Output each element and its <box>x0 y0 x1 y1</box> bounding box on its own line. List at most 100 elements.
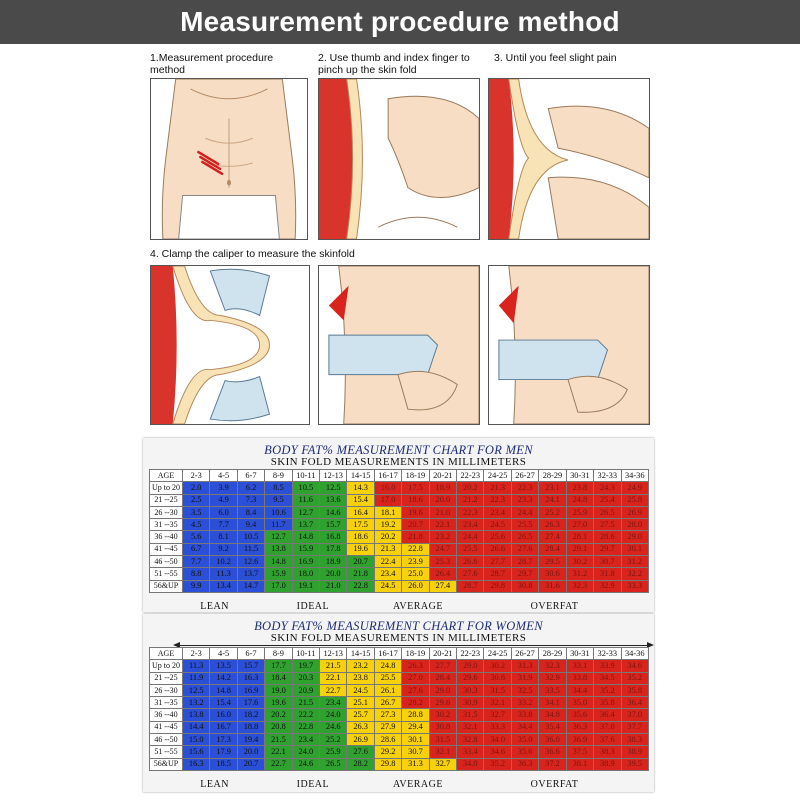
range-header-cell: 4-5 <box>209 468 238 483</box>
age-cell: 46 --50 <box>149 555 183 569</box>
men-chart-subtitle: SKIN FOLD MEASUREMENTS IN MILLIMETERS <box>270 456 527 468</box>
value-cell: 16.9 <box>236 683 266 698</box>
value-cell: 21.0 <box>428 505 458 520</box>
value-cell: 34.6 <box>483 745 512 759</box>
value-cell: 17.6 <box>236 696 266 710</box>
value-cell: 29.7 <box>593 542 622 557</box>
value-cell: 30.7 <box>401 745 430 759</box>
range-header-cell: 18-19 <box>401 646 430 661</box>
value-cell: 38.3 <box>593 745 622 759</box>
value-cell: 32.1 <box>428 745 458 759</box>
value-cell: 28.7 <box>483 567 512 581</box>
age-cell: 46 --50 <box>149 733 183 747</box>
value-cell: 31.5 <box>428 733 458 747</box>
women-chart-subtitle: SKIN FOLD MEASUREMENTS IN MILLIMETERS <box>270 632 527 644</box>
value-cell: 34.4 <box>510 720 540 735</box>
value-cell: 17.8 <box>319 542 348 557</box>
value-cell: 9.5 <box>264 493 293 507</box>
value-cell: 20.0 <box>319 567 348 581</box>
value-cell: 36.6 <box>538 745 567 759</box>
value-cell: 19.0 <box>264 683 293 698</box>
value-cell: 32.8 <box>456 733 485 747</box>
value-cell: 26.3 <box>401 659 430 673</box>
men-chart-title: BODY FAT% MEASUREMENT CHART FOR MEN <box>264 443 533 457</box>
value-cell: 25.9 <box>319 745 348 759</box>
legend-average: AVERAGE <box>393 601 443 612</box>
value-cell: 32.1 <box>483 696 512 710</box>
value-cell: 22.8 <box>346 579 375 593</box>
value-cell: 26.5 <box>319 757 348 771</box>
value-cell: 27.5 <box>593 518 622 532</box>
value-cell: 13.7 <box>236 567 266 581</box>
value-cell: 17.3 <box>209 733 238 747</box>
value-cell: 24.8 <box>565 493 595 507</box>
value-cell: 24.6 <box>291 757 321 771</box>
value-cell: 15.7 <box>236 659 266 673</box>
value-cell: 25.1 <box>346 696 375 710</box>
range-header-cell: 22-23 <box>456 646 485 661</box>
value-cell: 22.3 <box>483 493 512 507</box>
value-cell: 27.4 <box>428 579 458 593</box>
value-cell: 32.7 <box>428 757 458 771</box>
value-cell: 38.9 <box>620 745 649 759</box>
value-cell: 28.0 <box>620 518 649 532</box>
value-cell: 17.0 <box>373 493 403 507</box>
value-cell: 33.3 <box>483 720 512 735</box>
value-cell: 33.3 <box>620 579 649 593</box>
value-cell: 25.5 <box>456 542 485 557</box>
value-cell: 17.0 <box>264 579 293 593</box>
value-cell: 28.6 <box>593 530 622 544</box>
value-cell: 20.9 <box>291 683 321 698</box>
value-cell: 15.6 <box>181 745 211 759</box>
value-cell: 32.3 <box>538 659 567 673</box>
pinch-skin-illustration <box>318 78 480 240</box>
value-cell: 36.3 <box>510 757 540 771</box>
value-cell: 32.2 <box>620 567 649 581</box>
value-cell: 23.8 <box>565 481 595 495</box>
torso-illustration <box>150 78 308 240</box>
value-cell: 26.5 <box>593 505 622 520</box>
value-cell: 12.6 <box>236 555 266 569</box>
value-cell: 30.1 <box>620 542 649 557</box>
value-cell: 20.7 <box>236 757 266 771</box>
value-cell: 22.2 <box>291 708 321 722</box>
value-cell: 36.9 <box>565 733 595 747</box>
value-cell: 27.6 <box>510 542 540 557</box>
value-cell: 23.4 <box>456 518 485 532</box>
value-cell: 22.7 <box>319 683 348 698</box>
age-cell: 41 --45 <box>149 720 183 735</box>
age-cell: 56&UP <box>149 579 183 593</box>
value-cell: 22.1 <box>428 518 458 532</box>
range-header-cell: 22-23 <box>456 468 485 483</box>
range-header-cell: 14-15 <box>346 468 375 483</box>
age-cell: 26 --30 <box>149 683 183 698</box>
value-cell: 38.3 <box>620 733 649 747</box>
value-cell: 31.2 <box>620 555 649 569</box>
value-cell: 20.8 <box>264 720 293 735</box>
range-header-cell: 20-21 <box>428 468 458 483</box>
age-cell: 51 --55 <box>149 745 183 759</box>
value-cell: 37.7 <box>620 720 649 735</box>
value-cell: 8.5 <box>264 481 293 495</box>
value-cell: 26.4 <box>428 567 458 581</box>
value-cell: 30.2 <box>428 708 458 722</box>
value-cell: 8.4 <box>236 505 266 520</box>
value-cell: 7.7 <box>209 518 238 532</box>
value-cell: 31.3 <box>401 757 430 771</box>
range-header-cell: 8-9 <box>264 646 293 661</box>
value-cell: 25.6 <box>483 530 512 544</box>
value-cell: 32.9 <box>538 671 567 685</box>
value-cell: 14.6 <box>319 505 348 520</box>
range-header-cell: 16-17 <box>373 646 403 661</box>
value-cell: 36.4 <box>620 696 649 710</box>
value-cell: 25.5 <box>373 671 403 685</box>
value-cell: 16.9 <box>291 555 321 569</box>
value-cell: 35.6 <box>565 708 595 722</box>
